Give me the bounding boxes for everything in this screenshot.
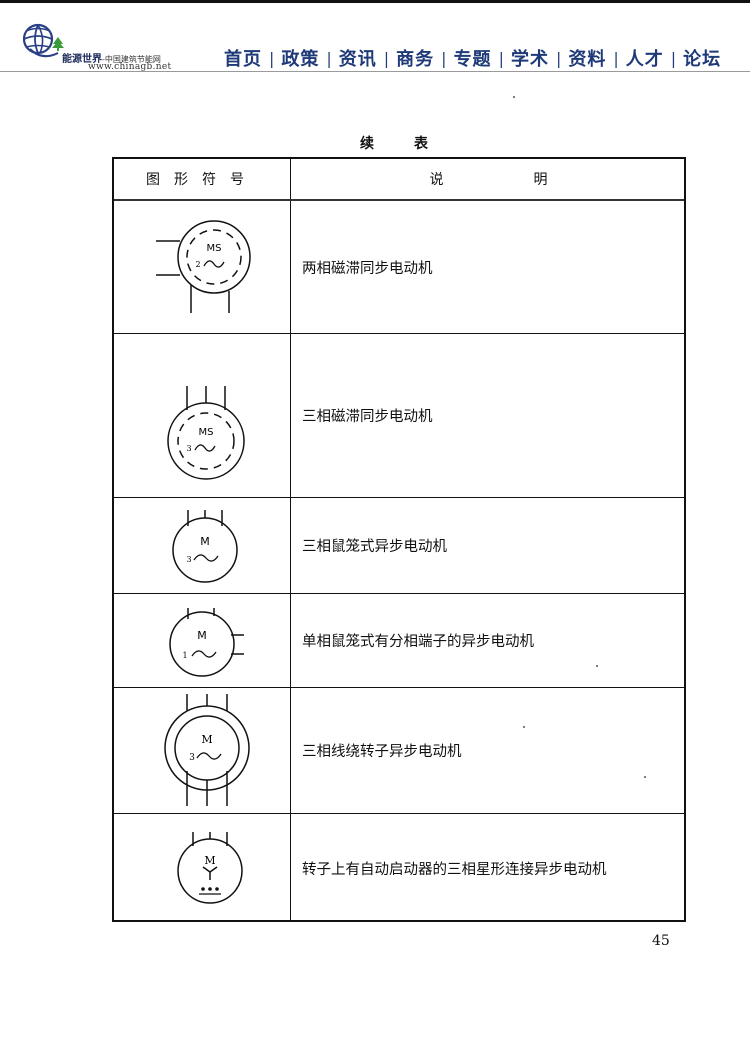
svg-text:3: 3 [186,444,191,453]
nav-forum[interactable]: 论坛 [683,49,722,70]
svg-text:M: M [201,733,212,746]
table-row: M 3 三相线绕转子异步电动机 [114,688,684,813]
nav-separator: | [383,48,390,68]
logo-url: www.chinagb.net [88,62,172,72]
description-cell: 三相鼠笼式异步电动机 [302,539,447,555]
scan-speck [596,665,598,667]
page-number: 45 [652,933,670,949]
nav-separator: | [613,48,619,68]
symbol-cell: M 3 [114,688,290,813]
row-divider [114,813,684,814]
header-divider-line [114,199,684,201]
svg-text:1: 1 [182,651,187,660]
svg-text:M: M [200,535,210,548]
nav-separator: | [670,48,677,68]
row-divider [114,593,684,594]
row-divider [114,333,684,334]
svg-text:M: M [197,629,207,642]
nav-separator: | [269,48,275,68]
table-row: MS 3 三相磁滞同步电动机 [114,334,684,497]
table-row: MS 2 两相磁滞同步电动机 [114,201,684,333]
nav-news[interactable]: 资讯 [338,49,377,70]
scan-speck [523,726,525,728]
symbol-cell: M 3 [114,498,290,593]
three-phase-star-motor-auto-starter-symbol: M [177,832,243,904]
nav-academic[interactable]: 学术 [510,49,549,70]
nav-separator: | [441,48,447,68]
svg-text:3: 3 [189,753,195,763]
three-phase-wound-rotor-motor-symbol: M 3 [164,694,250,806]
nav-separator: | [498,48,504,68]
nav-topics[interactable]: 专题 [453,49,492,70]
two-phase-hysteresis-motor-symbol: MS 2 [156,220,251,313]
logo-name: 能源世界-中国建筑节能网 [62,54,161,65]
row-divider [114,687,684,688]
nav-policy[interactable]: 政策 [281,49,320,70]
nav-business[interactable]: 商务 [396,49,435,70]
svg-text:3: 3 [186,555,191,564]
svg-text:MS: MS [207,243,222,254]
document-title: 续表 [360,136,468,152]
symbol-table: 图形符号 说明 MS 2 两相磁滞同步电动机 [112,157,686,922]
single-phase-squirrel-cage-motor-symbol: M 1 [169,608,244,677]
description-cell: 转子上有自动启动器的三相星形连接异步电动机 [302,861,607,878]
leaf-icon [53,37,63,44]
scan-speck [513,96,515,98]
svg-text:2: 2 [195,260,200,269]
header-description: 说明 [429,172,638,188]
nav-home[interactable]: 首页 [224,49,262,70]
site-header: 能源世界-中国建筑节能网 www.chinagb.net 首页 | 政策 | 资… [0,3,750,72]
symbol-cell: MS 3 [114,334,290,497]
description-cell: 三相线绕转子异步电动机 [302,744,462,760]
description-cell: 两相磁滞同步电动机 [302,260,433,277]
three-phase-hysteresis-motor-symbol: MS 3 [167,386,245,480]
header-symbol: 图形符号 [146,172,258,188]
row-divider [114,497,684,498]
description-cell: 单相鼠笼式有分相端子的异步电动机 [302,634,534,650]
top-border [0,0,750,3]
nav-separator: | [555,48,562,68]
scan-speck [644,776,646,778]
symbol-cell: MS 2 [114,201,290,333]
site-logo[interactable]: 能源世界-中国建筑节能网 www.chinagb.net [22,19,222,75]
table-row: M 转子上有自动启动器的三相星形连接异步电动机 [114,814,684,922]
three-phase-squirrel-cage-motor-symbol: M 3 [172,510,238,583]
nav-talent[interactable]: 人才 [625,49,664,70]
table-row: M 1 单相鼠笼式有分相端子的异步电动机 [114,594,684,687]
nav-resources[interactable]: 资料 [568,49,607,70]
nav-separator: | [326,48,332,68]
main-nav: 首页 | 政策 | 资讯 | 商务 | 专题 | 学术 | 资料 | 人才 | … [224,45,721,71]
table-row: M 3 三相鼠笼式异步电动机 [114,498,684,593]
svg-text:M: M [204,854,215,867]
globe-icon [22,23,64,58]
header-divider [0,71,750,72]
description-cell: 三相磁滞同步电动机 [302,409,433,425]
symbol-cell: M 1 [114,594,290,687]
symbol-cell: M [114,814,290,922]
column-divider [290,159,291,920]
svg-text:MS: MS [199,427,214,438]
